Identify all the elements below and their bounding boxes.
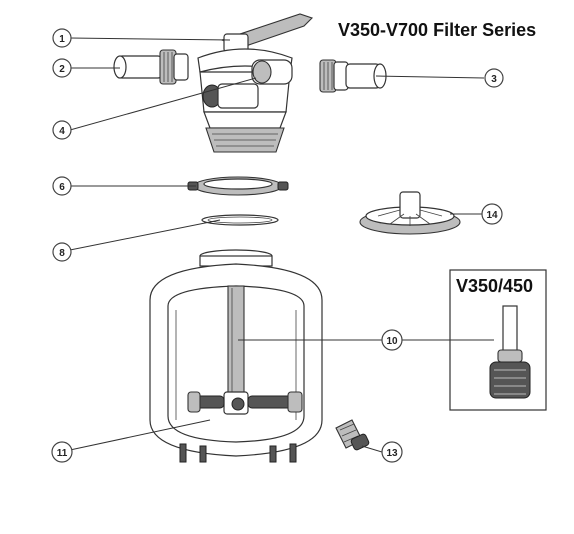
leader-lines bbox=[69, 37, 494, 453]
callout-8: 8 bbox=[52, 242, 72, 262]
callout-4: 4 bbox=[52, 120, 72, 140]
callout-6-label: 6 bbox=[59, 182, 65, 193]
callout-2: 2 bbox=[52, 58, 72, 78]
callout-6: 6 bbox=[52, 176, 72, 196]
callout-3: 3 bbox=[484, 68, 504, 88]
callout-11: 11 bbox=[51, 441, 73, 463]
drain-fitting bbox=[335, 419, 370, 451]
right-union-fitting bbox=[319, 59, 387, 93]
diagram-title: V350-V700 Filter Series bbox=[338, 20, 536, 40]
multiport-valve bbox=[197, 13, 314, 153]
callout-14: 14 bbox=[481, 203, 503, 225]
callout-2-label: 2 bbox=[59, 64, 65, 75]
diffuser bbox=[359, 191, 461, 235]
callout-1: 1 bbox=[52, 28, 72, 48]
callout-4-label: 4 bbox=[59, 126, 65, 137]
callout-13-label: 13 bbox=[386, 448, 398, 459]
callout-11-label: 11 bbox=[57, 448, 68, 459]
callout-3-label: 3 bbox=[491, 74, 497, 85]
inset-label: V350/450 bbox=[456, 276, 533, 296]
clamp-ring bbox=[187, 176, 289, 196]
o-ring bbox=[201, 214, 279, 226]
callout-13: 13 bbox=[381, 441, 403, 463]
callout-1-label: 1 bbox=[59, 34, 65, 45]
callout-8-label: 8 bbox=[59, 248, 65, 259]
filter-tank bbox=[149, 249, 323, 463]
callout-10: 10 bbox=[381, 329, 403, 351]
left-union-fitting bbox=[113, 49, 189, 85]
callout-10-label: 10 bbox=[386, 336, 398, 347]
callout-14-label: 14 bbox=[486, 210, 498, 221]
